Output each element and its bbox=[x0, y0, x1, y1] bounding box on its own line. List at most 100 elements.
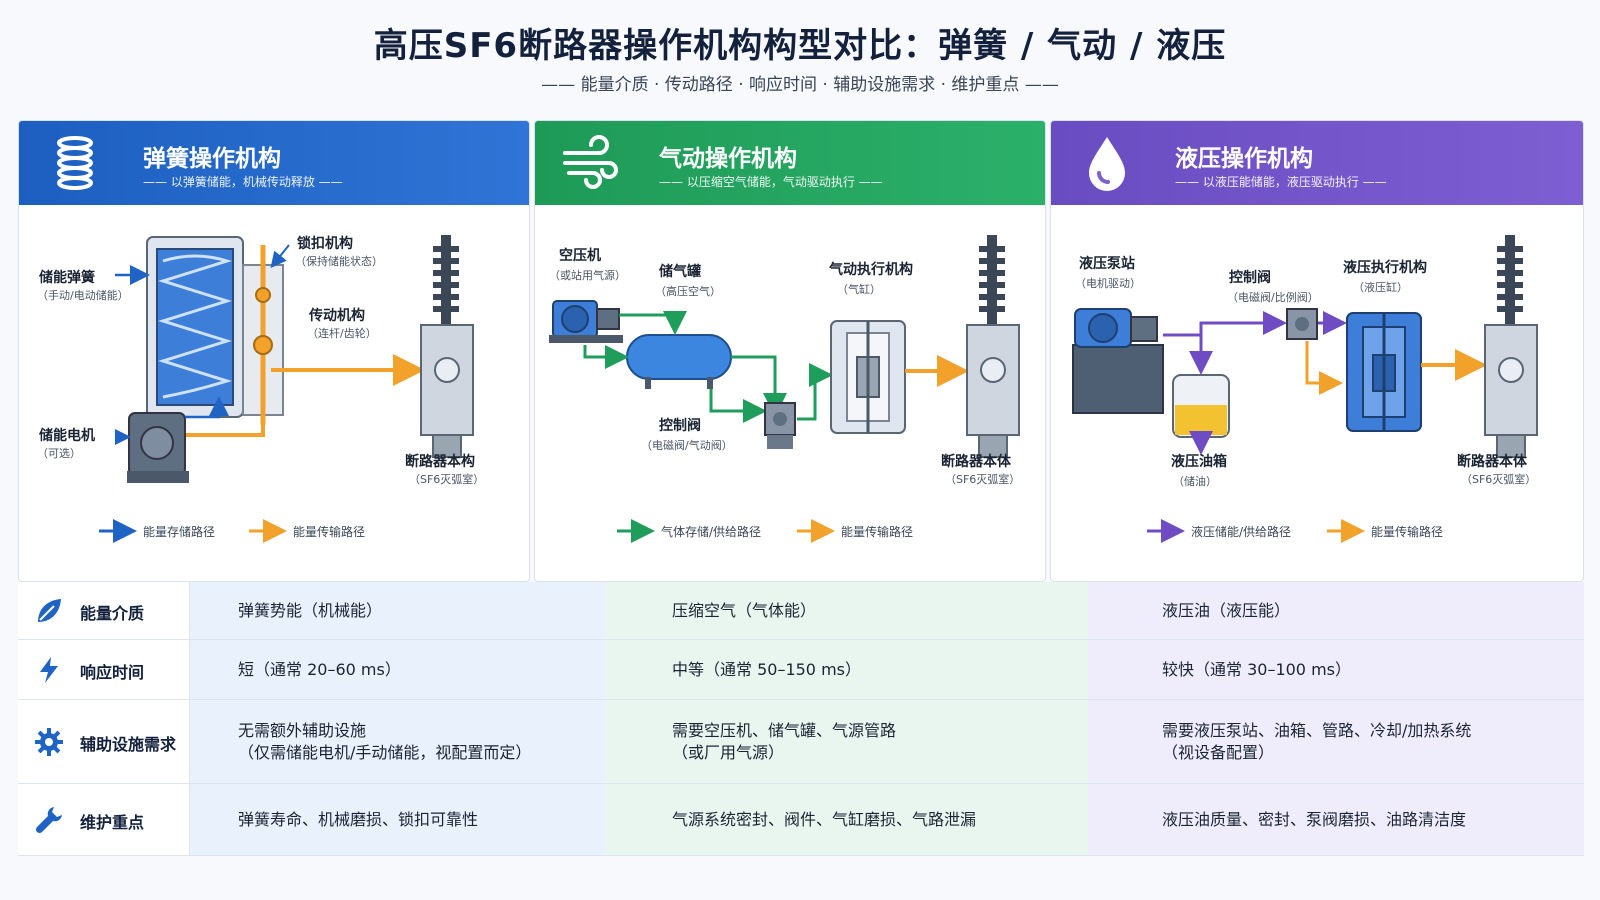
pneumatic-card-subtitle: —— 以压缩空气储能，气动驱动执行 —— bbox=[659, 175, 883, 189]
latch-sublabel: （保持储能状态） bbox=[295, 255, 383, 268]
row-header: 维护重点 bbox=[18, 784, 190, 855]
control-valve-sublabel: （电磁阀/气动阀） bbox=[641, 439, 733, 452]
oil-drop-icon bbox=[1089, 137, 1125, 191]
hydraulic-card-header: 液压操作机构 —— 以液压能储能，液压驱动执行 —— bbox=[1051, 121, 1583, 205]
cell-text: 中等（通常 50–150 ms） bbox=[672, 660, 861, 679]
hydraulic-actuator-label: 液压执行机构 bbox=[1343, 260, 1427, 276]
legend-storage-path: 能量存储路径 bbox=[143, 525, 216, 539]
breaker-sublabel: （SF6灭弧室） bbox=[945, 473, 1021, 486]
pneumatic-card-header: 气动操作机构 —— 以压缩空气储能，气动驱动执行 —— bbox=[535, 121, 1045, 205]
gear-icon bbox=[35, 728, 63, 756]
table-row-response-time: 响应时间 短（通常 20–60 ms） 中等（通常 50–150 ms） 较快（… bbox=[18, 640, 1584, 700]
row-label: 维护重点 bbox=[80, 813, 145, 832]
coil-spring-icon bbox=[57, 136, 93, 190]
oil-tank-sublabel: （储油） bbox=[1173, 475, 1217, 488]
oil-tank-label: 液压油箱 bbox=[1171, 454, 1227, 470]
cell-note: （仅需储能电机/手动储能，视配置而定） bbox=[238, 743, 532, 762]
spring-cell: 弹簧势能（机械能） bbox=[190, 582, 606, 639]
hydraulic-cell: 较快（通常 30–100 ms） bbox=[1088, 640, 1584, 699]
cell-text: 压缩空气（气体能） bbox=[672, 601, 817, 620]
row-label: 响应时间 bbox=[80, 663, 145, 682]
spring-cell: 弹簧寿命、机械磨损、锁扣可靠性 bbox=[190, 784, 606, 855]
hydraulic-card-subtitle: —— 以液压能储能，液压驱动执行 —— bbox=[1175, 175, 1387, 189]
hydraulic-card: 液压操作机构 —— 以液压能储能，液压驱动执行 —— bbox=[1050, 120, 1584, 582]
pneumatic-card-title: 气动操作机构 bbox=[659, 146, 797, 172]
cell-text: 需要空压机、储气罐、气源管路 bbox=[672, 721, 897, 740]
storage-motor-sublabel: （可选） bbox=[37, 447, 81, 460]
pneumatic-diagram: 空压机 （或站用气源） 储气罐 （高压空气） 气动执行机构 （气缸） 控制阀 （… bbox=[535, 205, 1045, 581]
hydraulic-diagram-graphic bbox=[1072, 235, 1538, 543]
spring-cell: 短（通常 20–60 ms） bbox=[190, 640, 606, 699]
storage-motor-label: 储能电机 bbox=[39, 428, 95, 444]
breaker-label: 断路器本构 bbox=[405, 454, 475, 470]
legend-transmission-path: 能量传输路径 bbox=[841, 525, 914, 539]
pneumatic-card: 气动操作机构 —— 以压缩空气储能，气动驱动执行 —— bbox=[534, 120, 1046, 582]
transmission-sublabel: （连杆/齿轮） bbox=[307, 327, 377, 340]
legend-transmission-path: 能量传输路径 bbox=[1371, 525, 1444, 539]
cell-text: 液压油（液压能） bbox=[1162, 601, 1291, 620]
control-valve-sublabel: （电磁阀/比例阀） bbox=[1227, 291, 1319, 304]
spring-cell: 无需额外辅助设施 （仅需储能电机/手动储能，视配置而定） bbox=[190, 700, 606, 783]
spring-diagram-graphic bbox=[99, 235, 474, 543]
page-title: 高压SF6断路器操作机构构型对比：弹簧 / 气动 / 液压 bbox=[373, 26, 1227, 66]
cell-text: 气源系统密封、阀件、气缸磨损、气路泄漏 bbox=[672, 810, 977, 829]
cell-note: （或厂用气源） bbox=[672, 743, 785, 762]
table-row-energy-medium: 能量介质 弹簧势能（机械能） 压缩空气（气体能） 液压油（液压能） bbox=[18, 582, 1584, 640]
table-row-auxiliary-facilities: 辅助设施需求 无需额外辅助设施 （仅需储能电机/手动储能，视配置而定） 需要空压… bbox=[18, 700, 1584, 784]
hydraulic-card-title: 液压操作机构 bbox=[1175, 146, 1313, 172]
pneumatic-cell: 需要空压机、储气罐、气源管路 （或厂用气源） bbox=[606, 700, 1088, 783]
air-tank-sublabel: （高压空气） bbox=[655, 285, 721, 298]
spring-card-header: 弹簧操作机构 —— 以弹簧储能，机械传动释放 —— bbox=[19, 121, 529, 205]
hydraulic-cell: 液压油（液压能） bbox=[1088, 582, 1584, 639]
row-label: 辅助设施需求 bbox=[80, 735, 177, 754]
cell-text: 弹簧寿命、机械磨损、锁扣可靠性 bbox=[238, 810, 479, 829]
compressor-label: 空压机 bbox=[559, 248, 601, 264]
breaker-sublabel: （SF6灭弧室） bbox=[1461, 473, 1537, 486]
control-valve-label: 控制阀 bbox=[659, 418, 701, 434]
table-row-maintenance: 维护重点 弹簧寿命、机械磨损、锁扣可靠性 气源系统密封、阀件、气缸磨损、气路泄漏… bbox=[18, 784, 1584, 856]
cell-text: 无需额外辅助设施 bbox=[238, 721, 367, 740]
pump-station-label: 液压泵站 bbox=[1079, 256, 1135, 272]
row-header: 能量介质 bbox=[18, 582, 190, 639]
breaker-label: 断路器本体 bbox=[1457, 454, 1527, 470]
spring-card: 弹簧操作机构 —— 以弹簧储能，机械传动释放 —— bbox=[18, 120, 530, 582]
row-header: 辅助设施需求 bbox=[18, 700, 190, 783]
row-label: 能量介质 bbox=[80, 604, 145, 623]
storage-spring-label: 储能弹簧 bbox=[39, 270, 95, 286]
wind-icon bbox=[563, 135, 618, 189]
pneumatic-actuator-sublabel: （气缸） bbox=[837, 283, 881, 296]
pneumatic-diagram-graphic bbox=[549, 235, 1020, 543]
pneumatic-cell: 压缩空气（气体能） bbox=[606, 582, 1088, 639]
transmission-label: 传动机构 bbox=[309, 308, 365, 324]
breaker-label: 断路器本体 bbox=[941, 454, 1011, 470]
spring-diagram: 储能弹簧 （手动/电动储能） 锁扣机构 （保持储能状态） 传动机构 （连杆/齿轮… bbox=[19, 205, 529, 581]
cell-text: 液压油质量、密封、泵阀磨损、油路清洁度 bbox=[1162, 810, 1467, 829]
hydraulic-cell: 液压油质量、密封、泵阀磨损、油路清洁度 bbox=[1088, 784, 1584, 855]
pneumatic-cell: 气源系统密封、阀件、气缸磨损、气路泄漏 bbox=[606, 784, 1088, 855]
legend-transmission-path: 能量传输路径 bbox=[293, 525, 366, 539]
cell-text: 弹簧势能（机械能） bbox=[238, 601, 383, 620]
hydraulic-cell: 需要液压泵站、油箱、管路、冷却/加热系统 （视设备配置） bbox=[1088, 700, 1584, 783]
breaker-sublabel: （SF6灭弧室） bbox=[409, 473, 485, 486]
legend-hydraulic-path: 液压储能/供给路径 bbox=[1191, 525, 1292, 539]
latch-label: 锁扣机构 bbox=[297, 236, 353, 252]
cell-text: 需要液压泵站、油箱、管路、冷却/加热系统 bbox=[1162, 721, 1472, 740]
pneumatic-cell: 中等（通常 50–150 ms） bbox=[606, 640, 1088, 699]
breaker-graphic bbox=[420, 235, 474, 458]
hydraulic-diagram: 液压泵站 （电机驱动） 控制阀 （电磁阀/比例阀） 液压执行机构 （液压缸） 液… bbox=[1051, 205, 1563, 581]
cell-note: （视设备配置） bbox=[1162, 743, 1275, 762]
spring-card-subtitle: —— 以弹簧储能，机械传动释放 —— bbox=[143, 175, 343, 189]
air-tank-label: 储气罐 bbox=[659, 264, 701, 280]
compressor-sublabel: （或站用气源） bbox=[549, 269, 626, 282]
storage-spring-sublabel: （手动/电动储能） bbox=[37, 289, 129, 302]
lightning-icon bbox=[40, 657, 58, 683]
hydraulic-actuator-sublabel: （液压缸） bbox=[1353, 281, 1408, 294]
leaf-icon bbox=[38, 599, 61, 622]
page-subtitle: —— 能量介质 · 传动路径 · 响应时间 · 辅助设施需求 · 维护重点 —— bbox=[541, 75, 1059, 95]
wrench-icon bbox=[35, 807, 62, 834]
spring-card-title: 弹簧操作机构 bbox=[143, 146, 281, 172]
cell-text: 短（通常 20–60 ms） bbox=[238, 660, 401, 679]
cell-text: 较快（通常 30–100 ms） bbox=[1162, 660, 1351, 679]
comparison-table: 能量介质 弹簧势能（机械能） 压缩空气（气体能） 液压油（液压能） 响应时间 短… bbox=[18, 582, 1584, 866]
pump-station-sublabel: （电机驱动） bbox=[1075, 277, 1141, 290]
